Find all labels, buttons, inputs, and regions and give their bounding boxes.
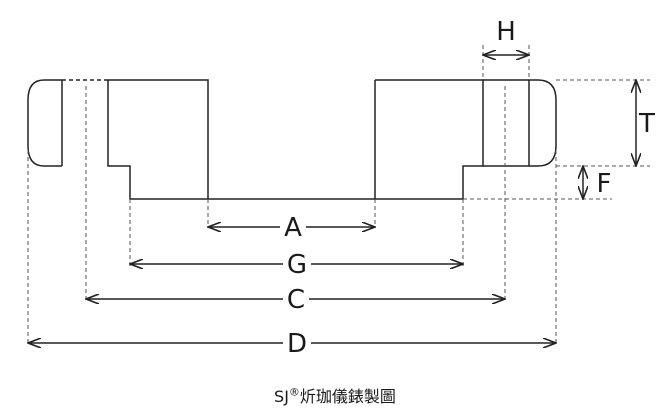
- label-c: C: [287, 285, 305, 315]
- registered-mark: ®: [288, 385, 300, 399]
- caption-brand: SJ: [274, 387, 289, 406]
- label-a: A: [284, 213, 302, 243]
- label-t: T: [638, 109, 655, 139]
- label-f: F: [597, 169, 612, 199]
- label-g: G: [287, 250, 307, 280]
- label-d: D: [287, 329, 307, 359]
- label-h: H: [496, 17, 516, 47]
- caption-text: 炘珈儀錶製圖: [299, 387, 396, 406]
- figure-caption: SJ®炘珈儀錶製圖: [0, 383, 670, 407]
- flange-outline: [27, 79, 557, 200]
- extension-lines: [27, 45, 650, 345]
